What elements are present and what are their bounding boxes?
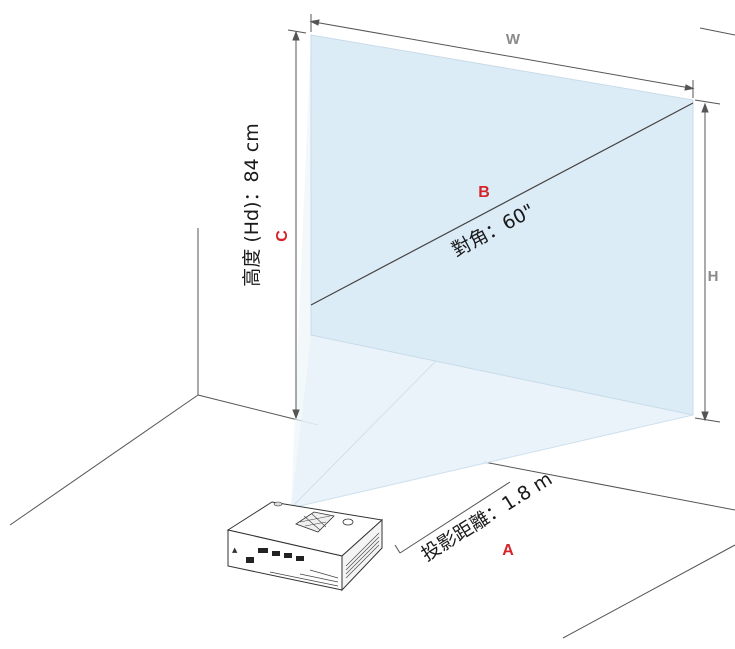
floor-back-line: [483, 461, 735, 511]
diagonal-line: [310, 102, 694, 306]
distance-dimension: [394, 481, 511, 554]
height-dimension-left: [287, 29, 307, 420]
width-dimension: [309, 14, 695, 98]
height-label-group: 高度 (Hd)：84 cm: [241, 123, 263, 286]
distance-label-group: 投影距離：1.8 m: [417, 468, 556, 566]
room-lines: [9, 27, 735, 639]
svg-text:▲: ▲: [232, 546, 238, 554]
height-value-letter: C: [274, 230, 291, 242]
height-letter: H: [708, 268, 719, 285]
wall-top-line: [699, 27, 735, 36]
floor-edge-left: [9, 394, 199, 526]
distance-label: 投影距離：1.8 m: [417, 468, 556, 566]
distance-letter: A: [502, 542, 514, 559]
projection-screen: [310, 34, 694, 416]
projector-icon: ▲: [226, 501, 384, 592]
diagonal-letter: B: [478, 184, 490, 201]
floor-edge-right: [562, 544, 735, 639]
height-label: 高度 (Hd)：84 cm: [241, 123, 263, 286]
height-dimension-right: [694, 99, 721, 423]
width-letter: W: [506, 31, 521, 48]
